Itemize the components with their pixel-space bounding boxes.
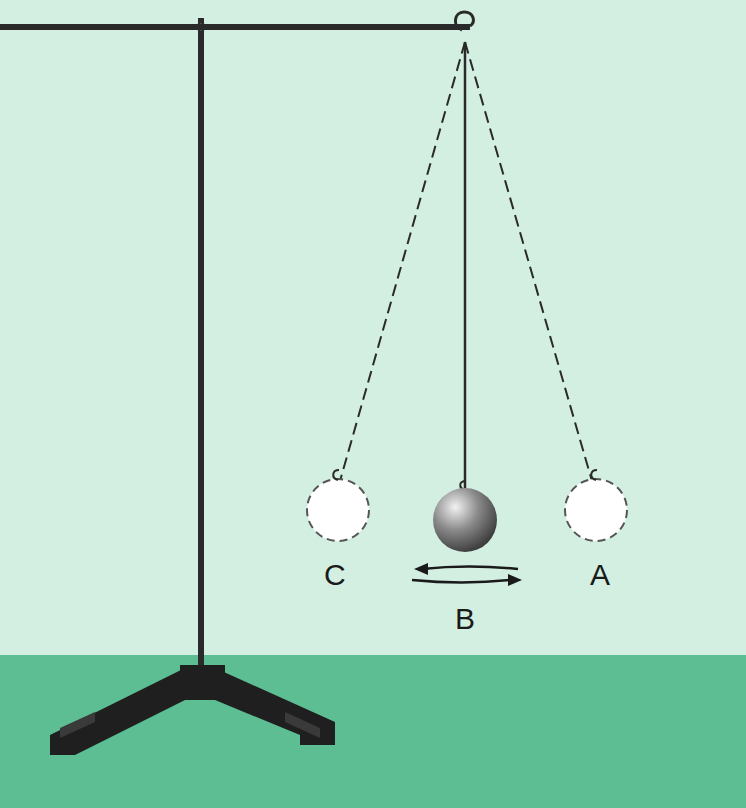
hook: [333, 470, 339, 480]
ground: [0, 655, 746, 808]
background: [0, 0, 746, 655]
position-label: B: [455, 604, 475, 634]
position-label: C: [324, 560, 346, 590]
stand-base: [50, 665, 335, 755]
string-dashed: [338, 42, 465, 488]
bob-position-c: [307, 479, 369, 541]
hook: [591, 470, 597, 480]
string: [464, 42, 467, 490]
pendulum-bob: [433, 488, 497, 552]
hook: [455, 12, 473, 30]
stand-arm: [0, 24, 470, 30]
bob-position-a: [565, 479, 627, 541]
string-dashed: [465, 42, 594, 488]
motion-arrows: [412, 563, 522, 586]
position-label: A: [590, 560, 610, 590]
stand-pole: [198, 18, 204, 688]
